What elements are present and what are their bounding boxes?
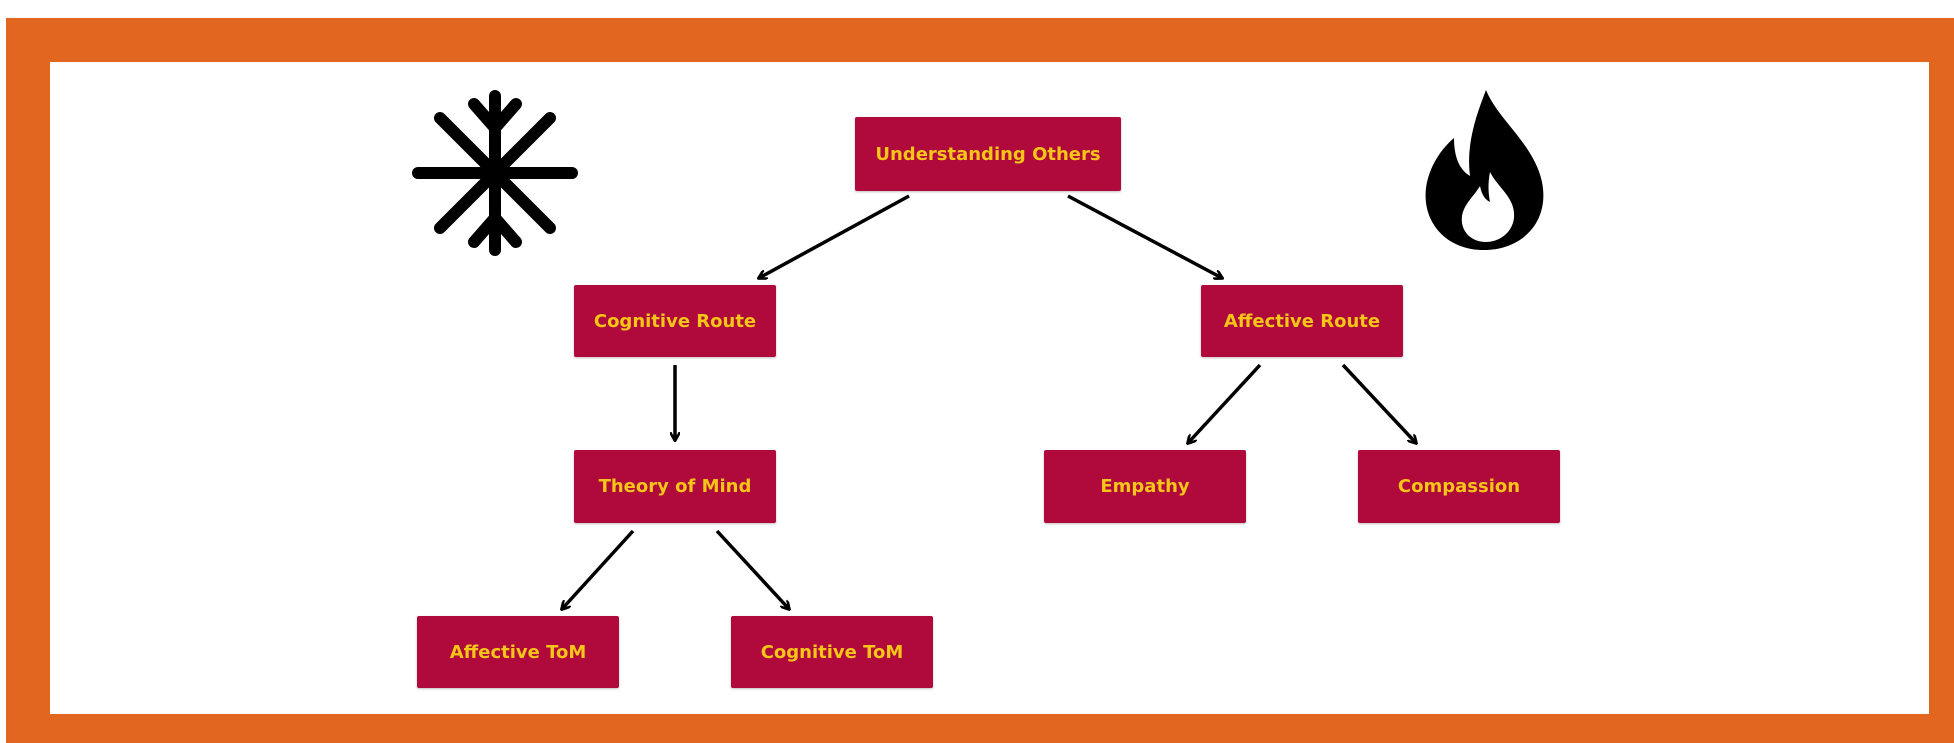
node-understanding-others: Understanding Others (855, 117, 1121, 191)
node-compassion: Compassion (1358, 450, 1560, 523)
node-empathy: Empathy (1044, 450, 1246, 523)
node-theory-of-mind: Theory of Mind (574, 450, 776, 523)
edge-root-cognitive-route (759, 194, 910, 278)
edge-root-affective-route (1067, 194, 1222, 278)
edge-theory-of-mind-affective-tom (562, 529, 635, 609)
node-cognitive-tom: Cognitive ToM (731, 616, 933, 688)
edge-affective-route-compassion (1341, 363, 1416, 443)
node-cognitive-route: Cognitive Route (574, 285, 776, 357)
node-affective-tom: Affective ToM (417, 616, 619, 688)
flame-icon (1425, 90, 1544, 250)
edge-theory-of-mind-cognitive-tom (715, 529, 789, 609)
node-affective-route: Affective Route (1201, 285, 1403, 357)
snowflake-icon (412, 90, 578, 256)
edge-affective-route-empathy (1188, 363, 1262, 443)
